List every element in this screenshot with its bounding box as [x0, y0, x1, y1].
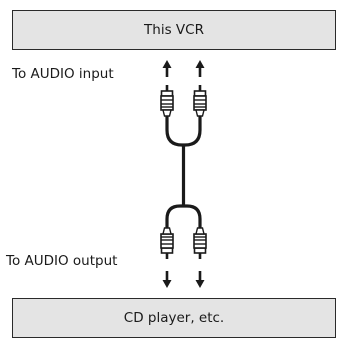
audio-input-label: To AUDIO input	[12, 66, 114, 82]
vcr-box: This VCR	[12, 10, 336, 50]
top-plug-left	[160, 84, 174, 117]
audio-output-label: To AUDIO output	[6, 253, 118, 269]
audio-cable	[165, 116, 202, 228]
vcr-label: This VCR	[144, 22, 204, 38]
down-arrow-left	[162, 271, 172, 288]
down-arrow-right	[195, 271, 205, 288]
cd-player-label: CD player, etc.	[123, 310, 225, 326]
bottom-plug-right	[193, 227, 207, 260]
cd-player-box: CD player, etc.	[12, 298, 336, 338]
up-arrow-right	[195, 60, 205, 77]
up-arrow-left	[162, 60, 172, 77]
top-plug-right	[193, 84, 207, 117]
bottom-plug-left	[160, 227, 174, 260]
